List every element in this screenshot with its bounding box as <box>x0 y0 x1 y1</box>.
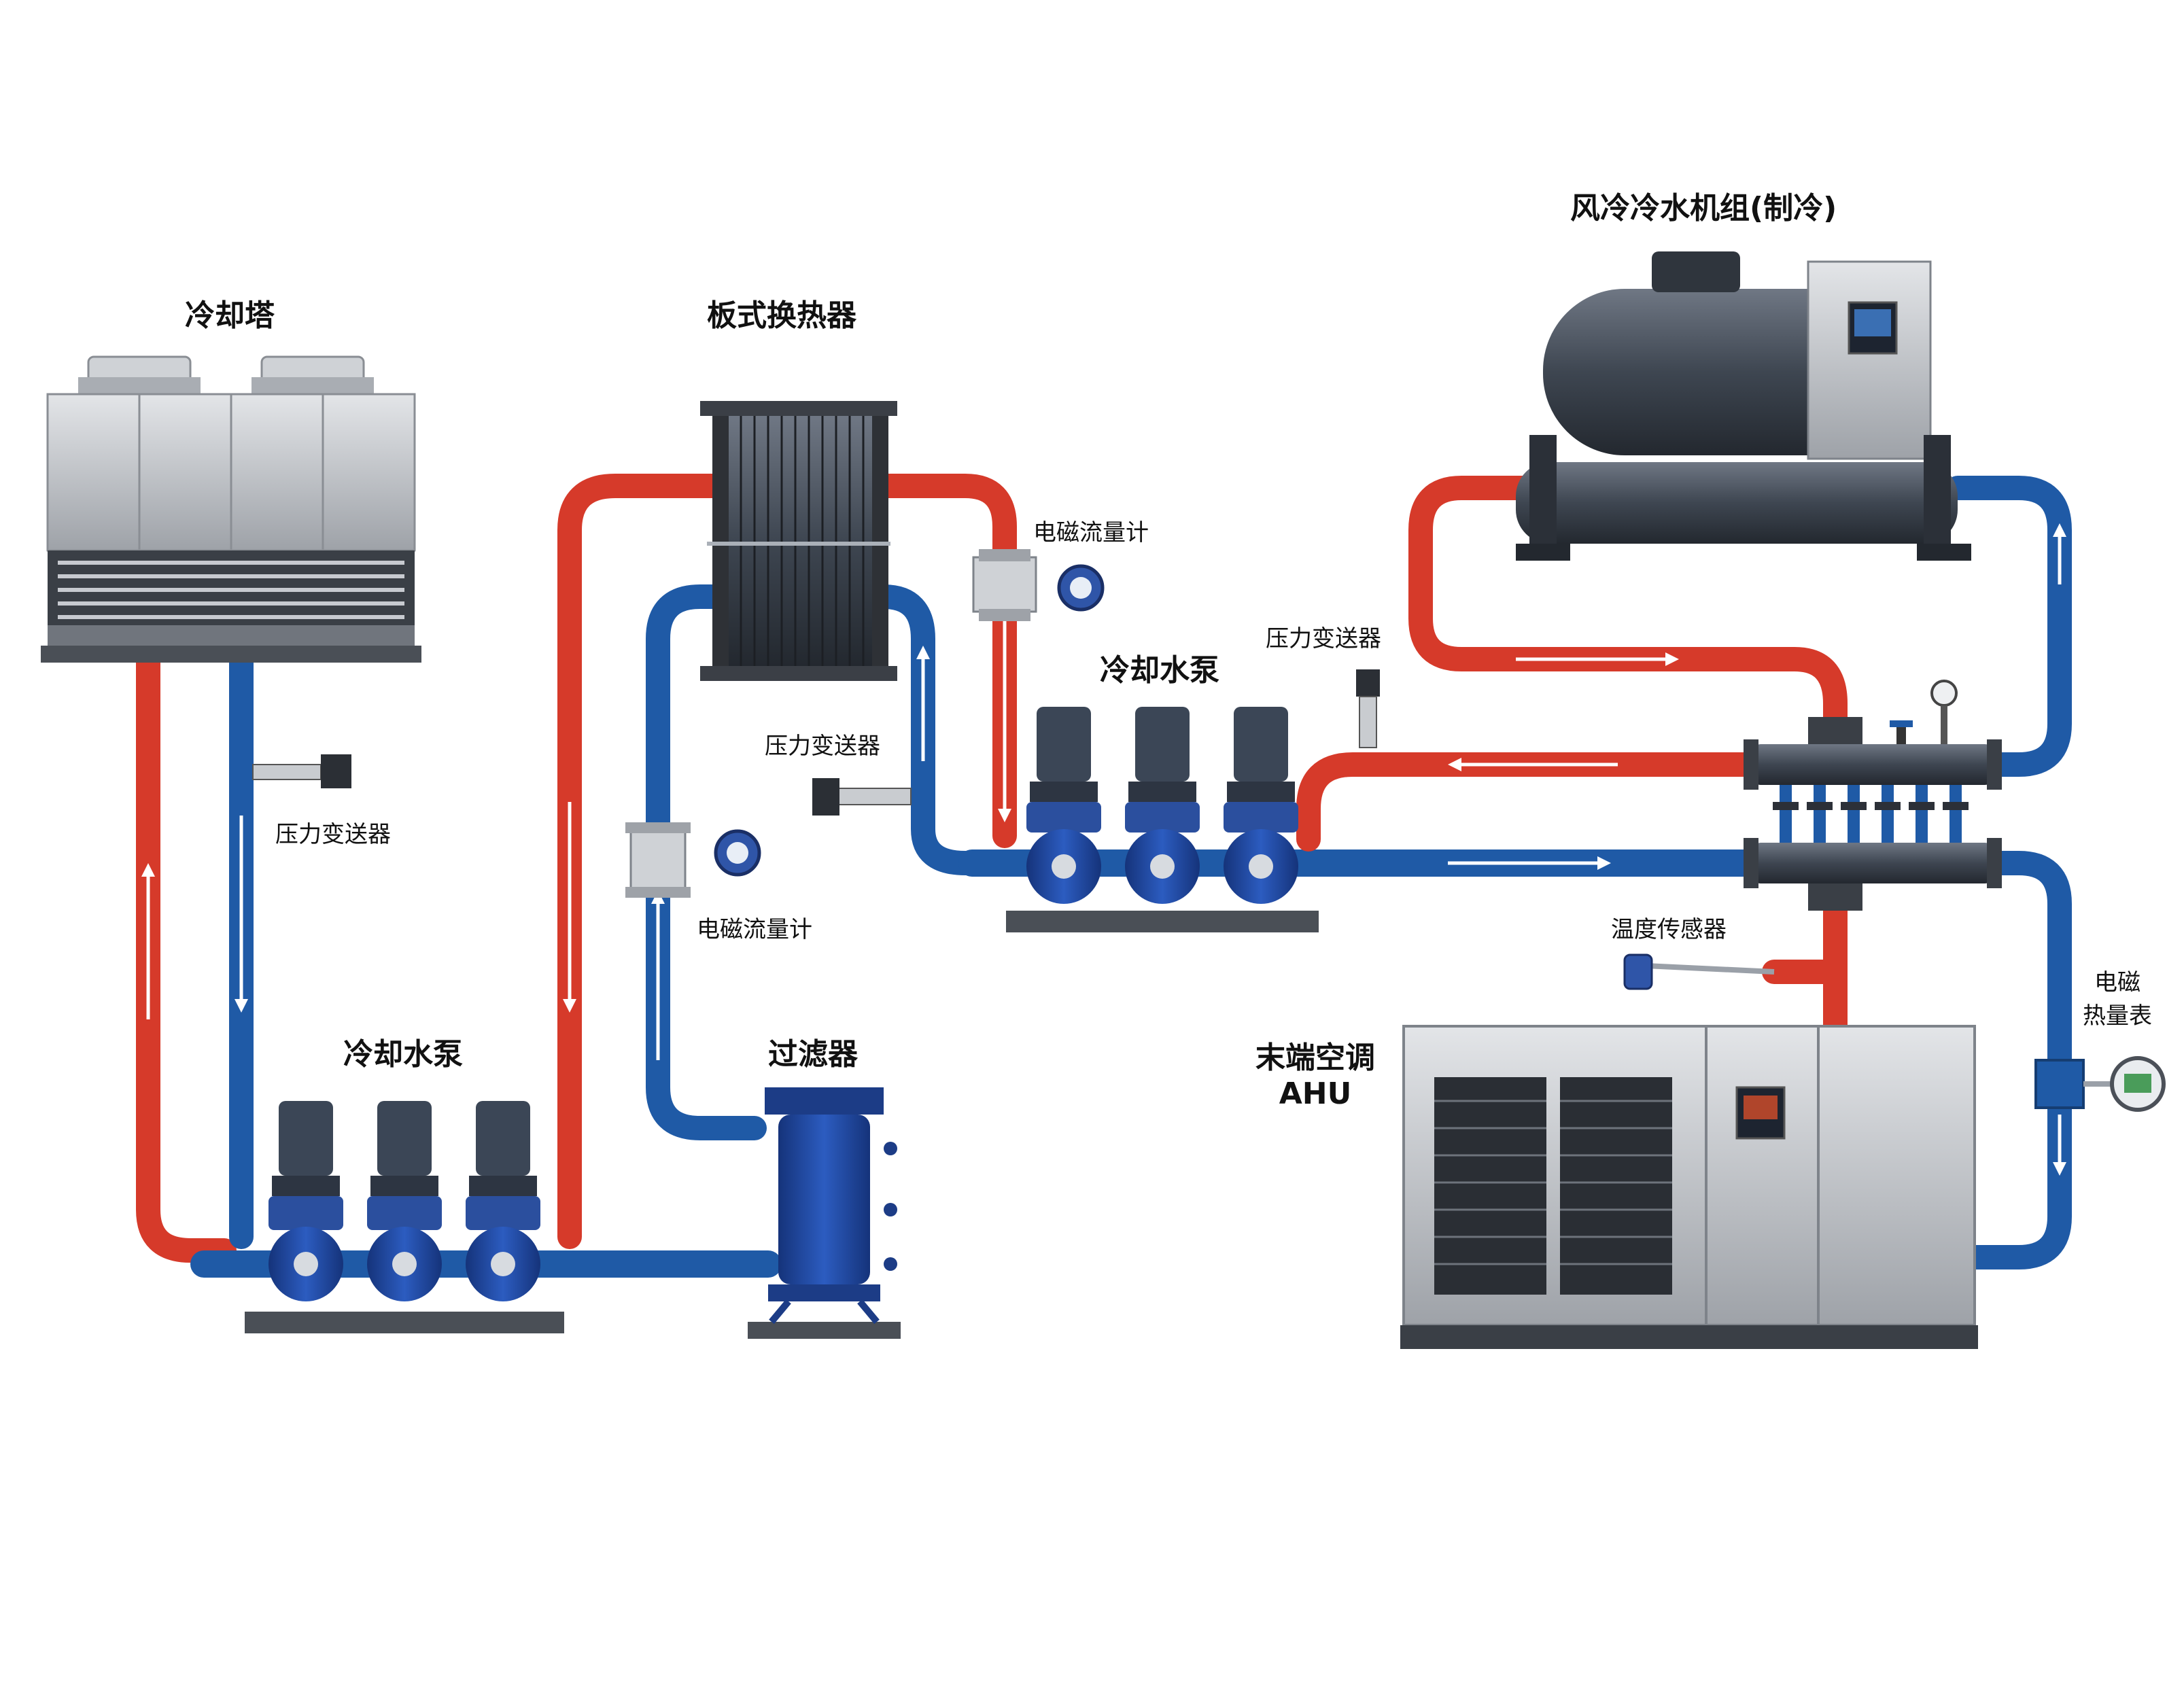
hot-pipe-chiller-to-header <box>1408 476 1848 746</box>
left-pump-label: 冷却水泵 <box>343 1037 463 1072</box>
left-pump-group <box>245 1101 564 1333</box>
ahu-label-line2: AHU <box>1279 1076 1352 1111</box>
filter <box>748 1087 901 1339</box>
heat-meter-label-line2: 热量表 <box>2083 1002 2152 1030</box>
pressure-transmitter-right <box>1356 669 1380 748</box>
heat-meter-label-line1: 电磁 <box>2094 969 2140 996</box>
pressure-gauge-icon <box>1930 680 1958 707</box>
ahu-label-line1: 末端空调 <box>1255 1040 1375 1075</box>
heat-meter-label: 电磁 热量表 <box>2073 964 2162 1030</box>
pump-unit <box>1125 707 1200 904</box>
pressure-transmitter-mid <box>812 778 912 816</box>
pressure-transmitter-right-label: 压力变送器 <box>1266 625 1381 652</box>
plate-heat-exchanger <box>700 401 897 681</box>
pump-unit <box>268 1101 343 1301</box>
hot-pipe-hx-to-pump <box>868 474 1017 848</box>
chiller-label: 风冷冷水机组(制冷) <box>1570 191 1837 226</box>
flowmeter-top-label: 电磁流量计 <box>1033 519 1149 546</box>
distribution-headers <box>1744 680 2002 911</box>
plate-heat-exchanger-label: 板式换热器 <box>707 298 856 333</box>
flowmeter-left <box>625 822 761 898</box>
cold-pipe-header-to-chiller <box>1945 476 2072 777</box>
cold-pipe-hx-return <box>868 584 1011 875</box>
hot-pipe-header-to-pump <box>1296 752 1773 852</box>
flowmeter-left-label: 电磁流量计 <box>697 916 812 943</box>
pressure-transmitter-left <box>252 754 351 788</box>
hot-pipe-tower-supply <box>136 640 237 1263</box>
air-cooled-chiller <box>1516 251 1971 561</box>
pump-unit <box>1224 707 1298 904</box>
cooling-tower <box>41 355 421 663</box>
pressure-transmitter-mid-label: 压力变送器 <box>765 733 880 760</box>
temperature-sensor <box>1623 953 1775 990</box>
filter-label: 过滤器 <box>768 1037 858 1072</box>
middle-pump-group <box>1006 707 1319 932</box>
flow-arrows <box>141 523 2066 1176</box>
pressure-transmitter-left-label: 压力变送器 <box>275 821 391 848</box>
cooling-tower-label: 冷却塔 <box>185 298 275 333</box>
temperature-sensor-label: 温度传感器 <box>1611 916 1727 943</box>
pump-unit <box>466 1101 540 1301</box>
heat-meter <box>2034 1056 2166 1112</box>
pump-unit <box>1026 707 1101 904</box>
ahu-unit <box>1400 1025 1978 1349</box>
ahu-label: 末端空调 AHU <box>1237 1033 1393 1111</box>
hot-pipe-pump-to-hx <box>557 474 733 1249</box>
flowmeter-top <box>972 549 1105 621</box>
middle-pump-label: 冷却水泵 <box>1100 653 1219 688</box>
pump-unit <box>367 1101 442 1301</box>
